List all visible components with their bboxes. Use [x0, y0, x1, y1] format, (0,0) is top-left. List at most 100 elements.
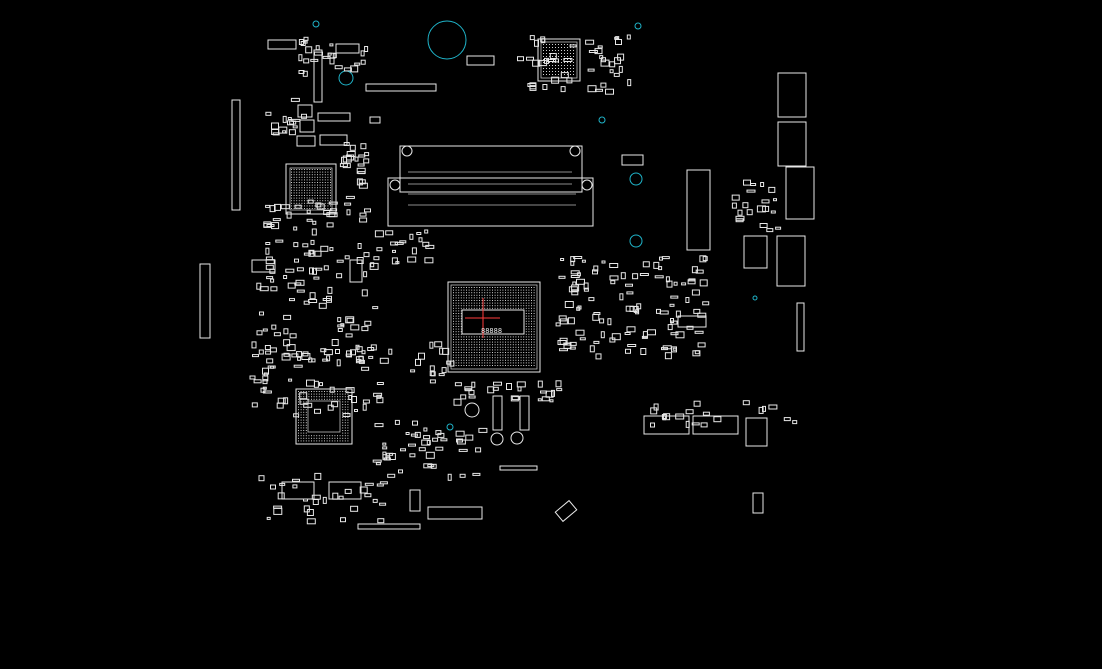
bga-pin: [525, 300, 527, 301]
bga-pin: [471, 292, 473, 294]
top-left-components[interactable]: [231, 39, 495, 211]
bga-pin: [489, 344, 491, 346]
bga-pin: [473, 289, 475, 291]
bga-pin: [453, 320, 454, 322]
bga-pin: [473, 349, 475, 351]
smd-part: [269, 205, 276, 213]
bga-pin: [558, 56, 559, 57]
bga-pin: [311, 398, 312, 400]
smd-part: [312, 499, 319, 505]
bga-pin: [460, 339, 462, 340]
bga-pin: [337, 435, 338, 437]
bga-pin: [492, 341, 493, 343]
bga-pin: [476, 365, 478, 366]
smd-part: [320, 348, 327, 353]
bga-pin: [476, 336, 478, 338]
bga-pin: [497, 287, 499, 288]
smd-part: [360, 59, 366, 65]
bga-pin: [543, 53, 544, 54]
bga-pin: [306, 205, 308, 207]
bga-pin: [460, 315, 462, 317]
bga-pin: [324, 440, 325, 442]
smd-part: [283, 328, 289, 335]
bga-pin: [322, 192, 324, 194]
bga-pin: [317, 176, 318, 178]
bga-chip-pch[interactable]: [285, 163, 337, 215]
sodimm-slot-top[interactable]: [399, 145, 583, 193]
bga-pin: [455, 287, 457, 288]
smd-part: [332, 492, 339, 500]
right-connectors[interactable]: [621, 72, 815, 514]
bga-pin: [561, 56, 562, 57]
bga-pin: [492, 365, 493, 366]
mount-hole: [629, 234, 643, 248]
bga-pin: [468, 300, 470, 301]
bga-pin: [334, 437, 336, 439]
smd-part: [595, 353, 602, 360]
sodimm-slot-bottom[interactable]: [387, 177, 594, 227]
bga-pin: [455, 336, 457, 338]
bga-pin: [499, 362, 501, 364]
left-connectors[interactable]: [199, 259, 363, 339]
bga-pin: [505, 307, 506, 309]
smd-part: [350, 65, 359, 73]
smd-part: [532, 59, 541, 67]
bga-pin: [311, 184, 313, 186]
bga-pin: [558, 50, 559, 51]
bga-pin: [296, 184, 298, 186]
bga-pin: [466, 362, 467, 364]
bga-pin: [528, 333, 530, 335]
bga-pin: [463, 307, 465, 309]
bga-pin: [515, 300, 517, 301]
bga-pin: [300, 427, 302, 429]
bga-pin: [543, 50, 544, 51]
bga-pin: [309, 192, 311, 194]
bga-pin: [531, 352, 532, 353]
smd-part: [412, 420, 418, 426]
smd-part: [346, 209, 351, 216]
bga-pin: [309, 184, 311, 186]
bga-pin: [326, 391, 328, 392]
bga-pin: [458, 315, 460, 317]
smd-part: [392, 249, 396, 253]
bga-pin: [543, 59, 544, 60]
smd-part: [423, 427, 428, 432]
bga-pin: [552, 56, 553, 57]
bga-pin: [321, 435, 323, 437]
bga-pin: [347, 409, 349, 411]
smd-part: [673, 281, 678, 286]
bga-pin: [453, 300, 454, 301]
bottom-components[interactable]: [281, 395, 578, 530]
smd-part: [653, 261, 660, 269]
smd-part: [283, 352, 290, 357]
bga-pin: [567, 71, 568, 72]
smd-part: [383, 457, 391, 461]
bga-pin: [324, 437, 325, 439]
mount-hole: [427, 20, 467, 60]
smd-part: [426, 440, 431, 445]
bga-pin: [512, 300, 514, 301]
smd-part: [350, 505, 359, 512]
smd-part: [702, 301, 710, 306]
bga-pin: [533, 336, 535, 338]
bga-pin: [510, 336, 512, 338]
cpu-socket[interactable]: 88888: [447, 281, 541, 373]
bga-pin: [339, 391, 341, 392]
bga-pin: [306, 189, 308, 191]
smd-part: [460, 394, 467, 400]
smd-part: [264, 345, 271, 350]
bga-pin: [484, 294, 486, 296]
bga-pin: [502, 341, 504, 343]
smd-part: [303, 402, 313, 408]
bga-pin: [570, 62, 571, 63]
bga-pin: [515, 302, 517, 304]
smd-part: [592, 313, 600, 321]
bga-pin: [481, 346, 483, 348]
bga-pin: [492, 292, 493, 294]
smd-part: [303, 40, 308, 44]
bga-pin: [494, 359, 496, 361]
bga-pin: [518, 352, 519, 353]
bga-pin: [510, 344, 512, 346]
smd-part: [340, 517, 346, 523]
